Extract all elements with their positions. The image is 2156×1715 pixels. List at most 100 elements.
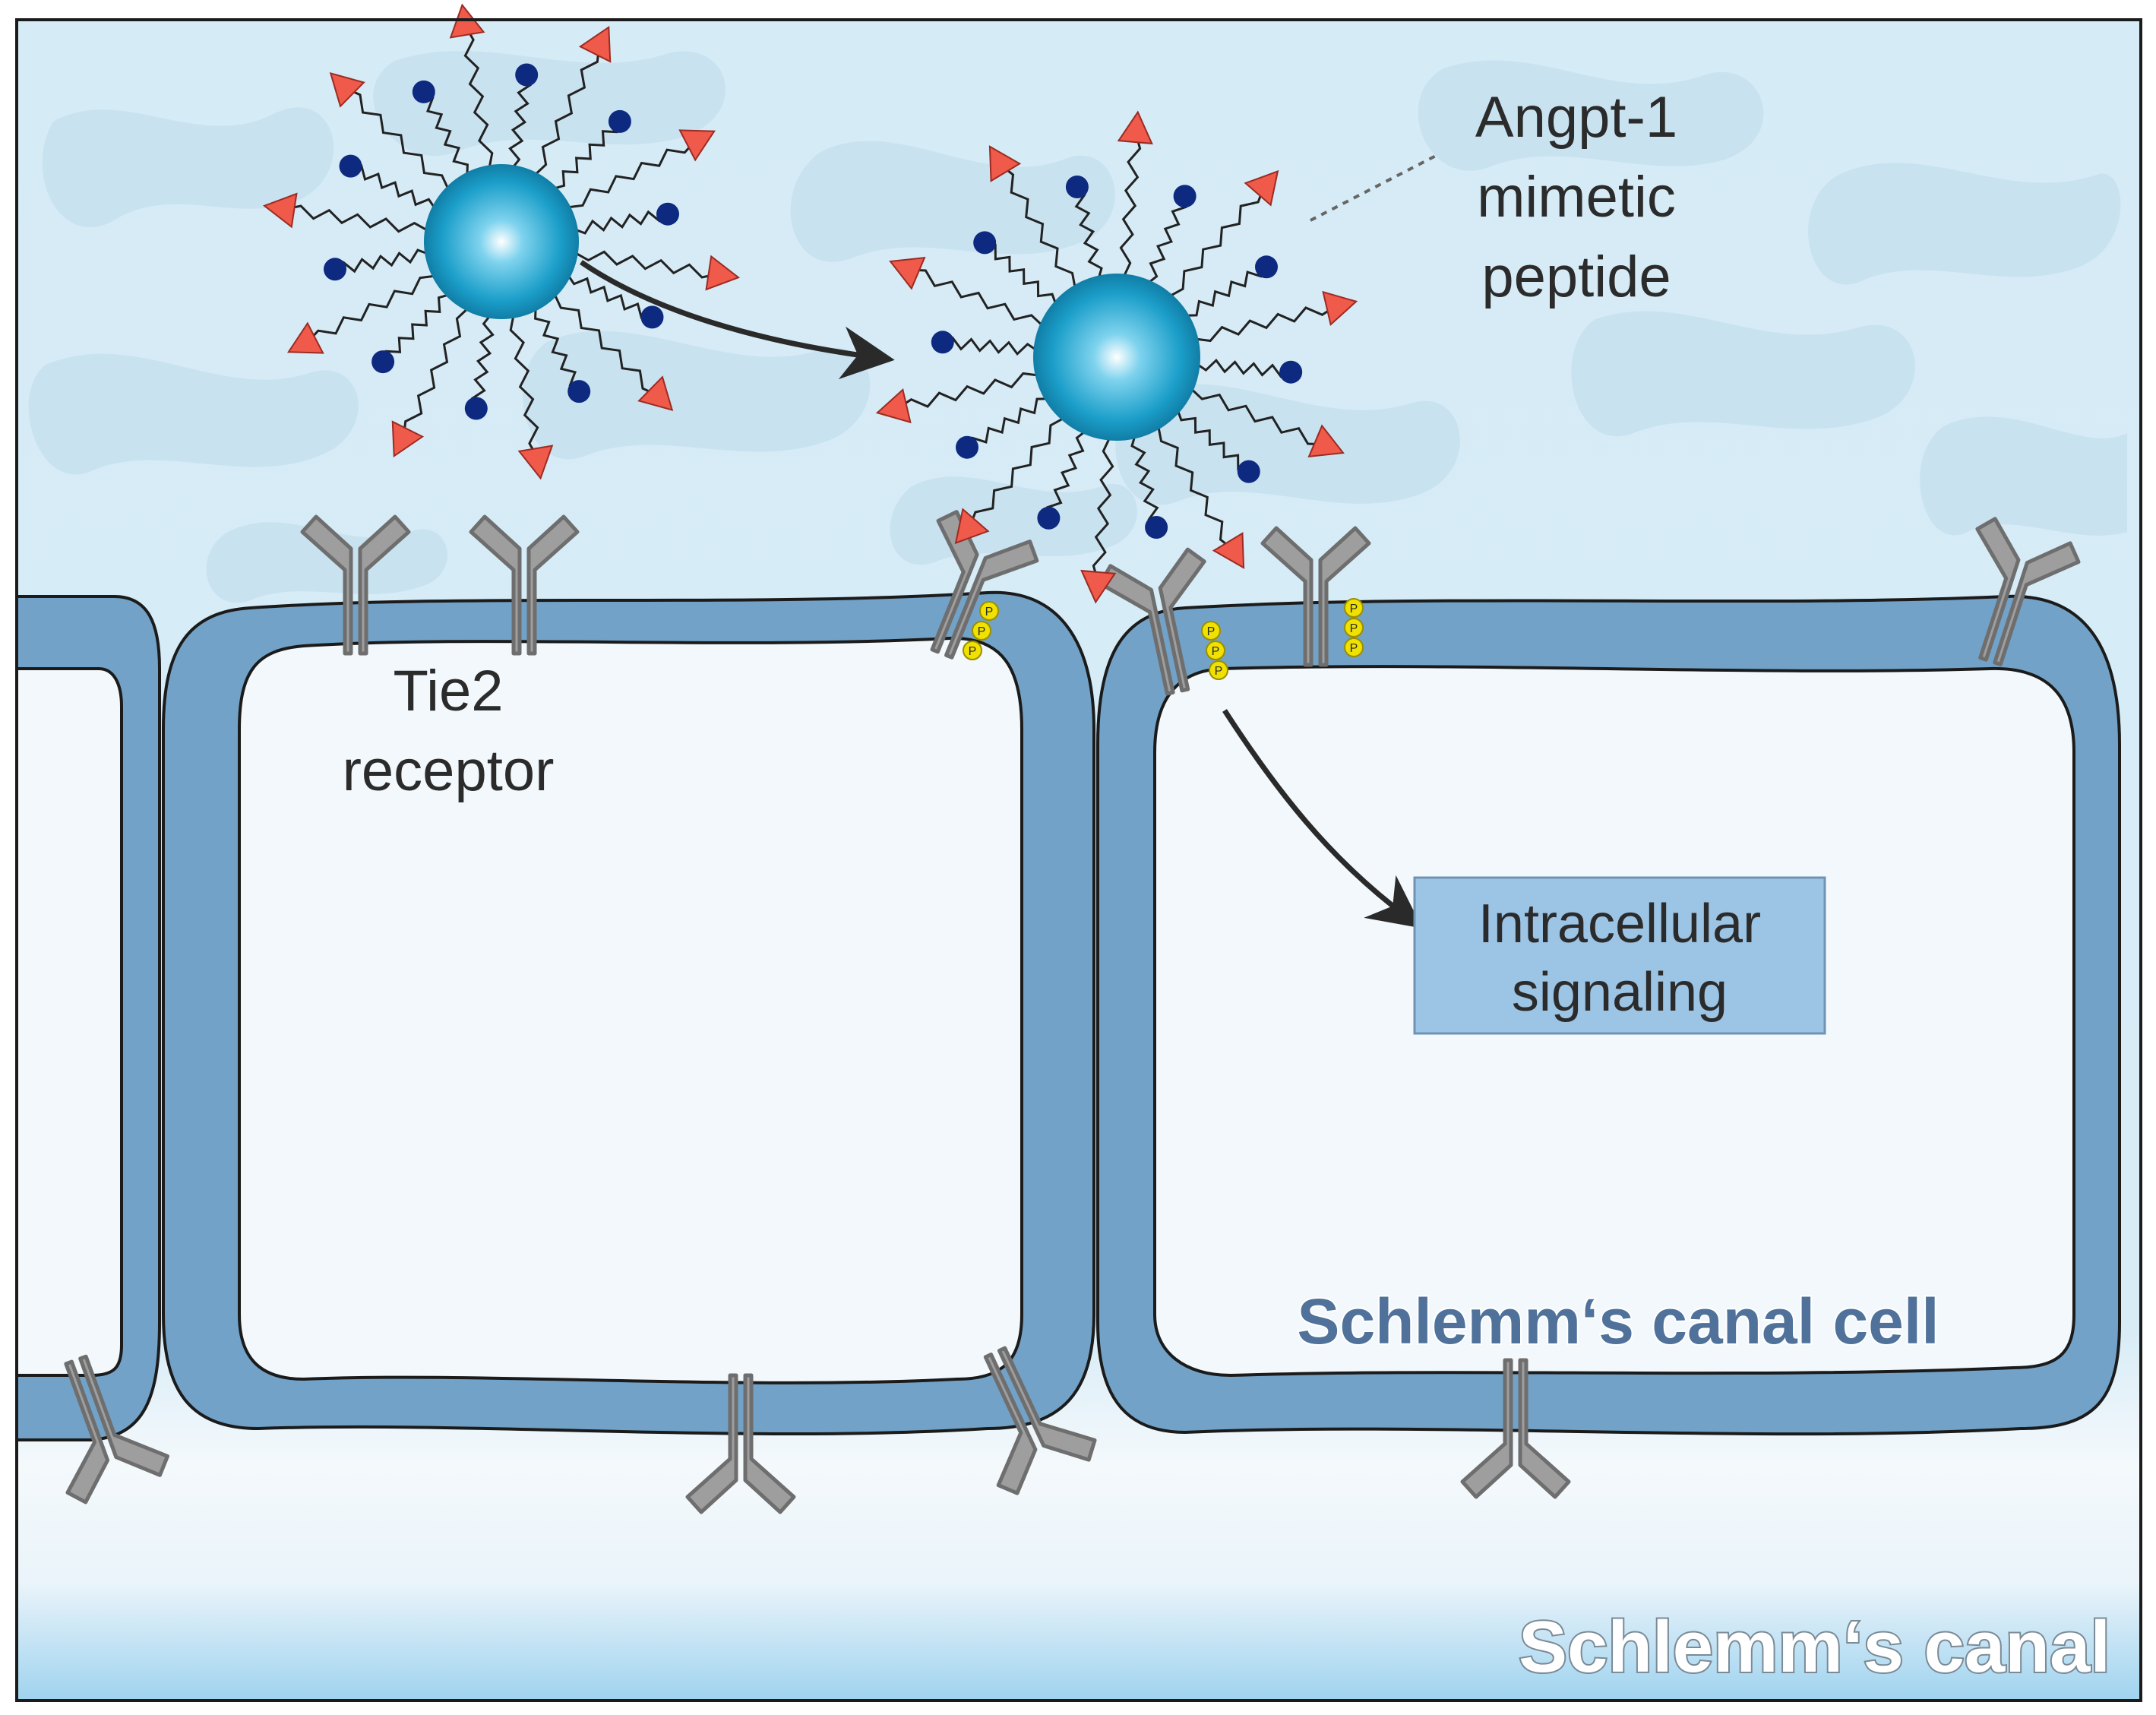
y-shaped-receptor-icon: [685, 1373, 796, 1514]
phospho-label: P: [1207, 625, 1216, 638]
cell-cytoplasm-left: [15, 667, 123, 1377]
linker-chain: [1000, 164, 1076, 289]
peptide-triangle-icon: [889, 256, 926, 290]
phosphate-groups: P P P P P P P P P: [963, 598, 1364, 680]
linker-chain: [381, 293, 450, 362]
peptide-triangle-icon: [1117, 110, 1153, 145]
ligand-dot-icon: [412, 80, 435, 103]
linker-chain: [984, 241, 1057, 305]
linker-chain: [463, 26, 494, 169]
receptor-label-line1: Tie2: [393, 659, 503, 723]
phospho-label: P: [1350, 622, 1358, 635]
ligand-dot-icon: [956, 435, 978, 459]
peptide-triangle-icon: [705, 255, 741, 291]
peptide-triangle-icon: [1080, 569, 1117, 604]
linker-chain: [1176, 409, 1250, 473]
linker-chain: [966, 397, 1048, 448]
linker-chain: [285, 204, 428, 233]
ligand-dot-icon: [1237, 460, 1260, 483]
linker-chain: [1195, 305, 1336, 343]
linker-chain: [969, 416, 1065, 527]
linker-chain: [1196, 358, 1291, 378]
peptide-triangle-icon: [262, 192, 298, 229]
peptide-label-line1: Angpt-1: [1475, 85, 1677, 150]
peptide-triangle-icon: [1212, 532, 1245, 569]
ligand-dot-icon: [371, 350, 395, 374]
sphere-icon: [1033, 274, 1200, 441]
y-shaped-receptor-icon: [983, 1346, 1097, 1495]
ligand-dot-icon: [1037, 506, 1061, 530]
signaling-box: [1413, 876, 1826, 1035]
linker-chain: [1185, 266, 1268, 317]
y-shaped-receptor-icon: [1975, 517, 2081, 666]
linker-chain: [553, 121, 621, 190]
peptide-triangle-icon: [875, 388, 912, 424]
phospho-label: P: [978, 625, 986, 638]
peptide-triangle-icon: [678, 129, 716, 162]
peptide-triangle-icon: [1244, 169, 1279, 207]
linker-chain: [509, 315, 539, 457]
peptide-triangle-icon: [1307, 424, 1345, 458]
signaling-label-line2: signaling: [1512, 962, 1728, 1023]
ligand-dot-icon: [567, 380, 591, 403]
phosphate-dot-icon: P P P: [1201, 621, 1228, 680]
linker-chain: [1147, 196, 1187, 284]
ligand-dot-icon: [1065, 176, 1089, 198]
ligand-dot-icon: [339, 154, 362, 178]
peptide-triangle-icon: [391, 420, 425, 458]
receptors: [64, 510, 2081, 1514]
ligand-dot-icon: [1279, 360, 1303, 384]
ligand-dot-icon: [1145, 516, 1168, 539]
canal-label: Schlemm‘s canal: [1519, 1606, 2110, 1688]
phosphate-dot-icon: P P P: [963, 601, 999, 660]
figure-frame: [15, 18, 2142, 1702]
ligand-dot-icon: [515, 63, 539, 87]
linker-chain: [1157, 426, 1234, 550]
linker-chain: [334, 248, 428, 274]
linker-chain: [1046, 430, 1086, 518]
linker-chain: [567, 274, 653, 319]
ligand-dot-icon: [608, 109, 631, 133]
phosphate-dot-icon: P P P: [1344, 598, 1364, 657]
linker-chain: [574, 210, 669, 235]
linker-chain: [567, 140, 696, 209]
ligand-dot-icon: [640, 305, 664, 329]
phospho-label: P: [1350, 642, 1358, 655]
linker-chain: [897, 372, 1038, 410]
peptide-triangle-icon: [578, 25, 612, 63]
peptide-triangle-icon: [1322, 290, 1358, 327]
phospho-label: P: [1215, 665, 1223, 678]
ligand-dot-icon: [1173, 185, 1197, 208]
cell-cytoplasm-middle: [238, 636, 1023, 1384]
linker-chain: [422, 90, 469, 176]
linker-chain: [533, 46, 600, 176]
linker-chain: [307, 274, 436, 343]
linker-chain: [553, 293, 658, 396]
y-shaped-receptor-icon: [1460, 1358, 1571, 1499]
ligand-dot-icon: [1255, 255, 1278, 279]
peptide-triangle-icon: [286, 321, 324, 354]
linker-chain: [470, 314, 495, 410]
ligand-dot-icon: [973, 231, 997, 255]
peptide-label-line2: mimetic: [1477, 165, 1676, 229]
linker-chain: [508, 74, 533, 169]
y-shaped-receptor-icon: [300, 514, 411, 656]
linker-chain: [345, 87, 450, 190]
movement-arrow: [580, 260, 895, 380]
linker-chain: [1190, 388, 1323, 446]
signaling-arrow: [1222, 709, 1423, 929]
y-shaped-receptor-icon: [469, 514, 580, 656]
y-shaped-receptor-icon: [1260, 526, 1371, 667]
receptor-label-line2: receptor: [343, 739, 555, 803]
peptide-triangle-icon: [637, 375, 674, 412]
peptide-triangle-icon: [329, 71, 365, 108]
peptide-label-line3: peptide: [1481, 245, 1671, 309]
ligand-dot-icon: [656, 202, 679, 226]
ligand-dot-icon: [464, 397, 488, 420]
linker-chain: [1168, 187, 1265, 298]
signaling-label-line1: Intracellular: [1478, 894, 1761, 954]
linker-chain: [942, 336, 1038, 356]
nanoparticle-bound: [875, 110, 1358, 604]
linker-chain: [574, 250, 718, 279]
phospho-label: P: [985, 606, 994, 619]
